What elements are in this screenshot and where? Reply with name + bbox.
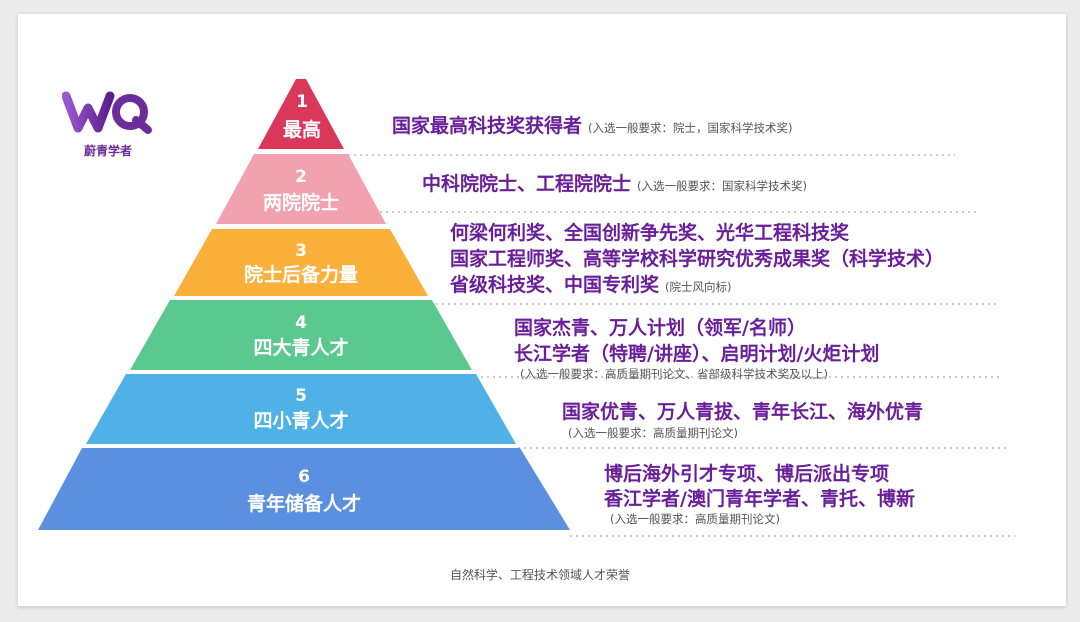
tier-4-label: 四大青人才 [253, 336, 348, 359]
tier-6-label: 青年储备人才 [247, 492, 361, 515]
tier-5-shape [86, 374, 516, 444]
tier-4-line-2: 长江学者（特聘/讲座）、启明计划/火炬计划 [514, 343, 880, 365]
tier-1-note: (入选一般要求：院士，国家科学技术奖) [588, 121, 793, 135]
tier-5-label: 四小青人才 [253, 409, 348, 432]
tier-2-shape [216, 154, 386, 224]
tier-1-label: 最高 [283, 118, 321, 141]
tier-4-number: 4 [295, 313, 307, 333]
tier-2-number: 2 [295, 167, 307, 187]
tier-3-line-3: 省级科技奖、中国专利奖 [450, 274, 660, 296]
tier-2-description: 中科院院士、工程院院士 (入选一般要求：国家科学技术奖) [422, 172, 807, 198]
tier-4-shape [130, 300, 472, 370]
tier-6-line-2: 香江学者/澳门青年学者、青托、博新 [604, 488, 915, 510]
tier-1-main-text: 国家最高科技奖获得者 [392, 115, 583, 137]
tier-3-line-1: 何梁何利奖、全国创新争先奖、光华工程科技奖 [450, 222, 850, 244]
tier-6-shape [38, 448, 570, 530]
tier-6-line-1: 博后海外引才专项、博后派出专项 [604, 463, 890, 485]
tier-6-number: 6 [298, 467, 310, 487]
tier-3-number: 3 [295, 241, 307, 261]
tier-1-number: 1 [296, 92, 308, 112]
tier-4-line-1: 国家杰青、万人计划（领军/名师） [514, 317, 806, 339]
figure-caption: 自然科学、工程技术领域人才荣誉 [449, 568, 630, 582]
tier-3-shape [174, 229, 428, 296]
tier-4-note: (入选一般要求：高质量期刊论文、省部级科学技术奖及以上) [520, 367, 828, 381]
tier-3-line-3-wrap: 省级科技奖、中国专利奖 (院士风向标) [450, 273, 732, 299]
tier-2-note: (入选一般要求：国家科学技术奖) [637, 179, 807, 193]
tier-5-note: (入选一般要求：高质量期刊论文) [568, 426, 738, 440]
tier-3-note: (院士风向标) [665, 280, 732, 294]
tier-1-description: 国家最高科技奖获得者 (入选一般要求：院士，国家科学技术奖) [392, 114, 793, 140]
wq-logo-icon [61, 91, 152, 134]
tier-1-shape [258, 79, 344, 149]
tier-3-label: 院士后备力量 [244, 263, 358, 286]
tier-5-line-1: 国家优青、万人青拔、青年长江、海外优青 [562, 401, 924, 423]
brand-logo: 蔚青学者 [61, 88, 154, 166]
tier-5-number: 5 [295, 386, 307, 406]
brand-name: 蔚青学者 [83, 144, 132, 158]
tier-3-line-2: 国家工程师奖、高等学校科学研究优秀成果奖（科学技术） [450, 248, 945, 270]
tier-6-note: (入选一般要求：高质量期刊论文) [610, 512, 780, 526]
tier-2-label: 两院院士 [263, 191, 339, 214]
tier-2-main-text: 中科院院士、工程院院士 [422, 173, 632, 195]
